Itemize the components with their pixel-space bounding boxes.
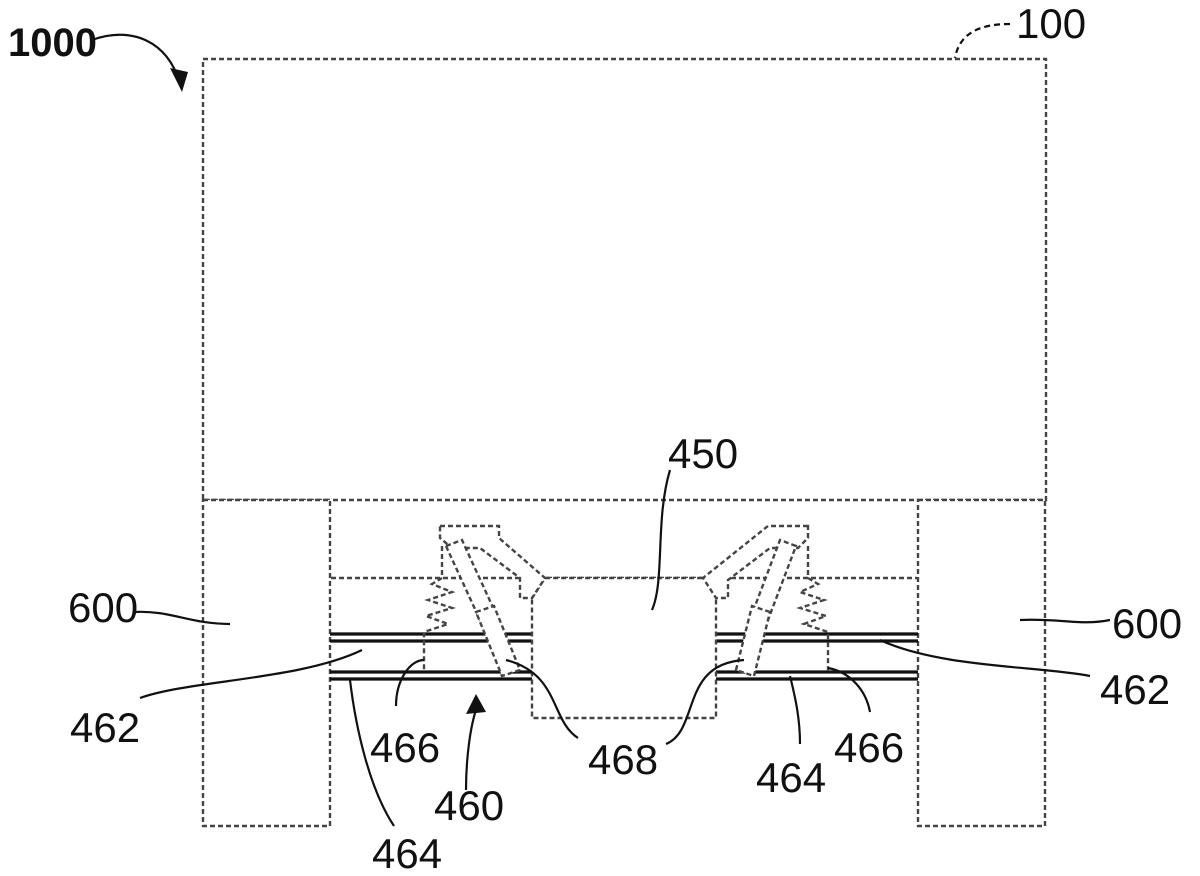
right-spring bbox=[796, 546, 830, 672]
leader-466-left bbox=[394, 658, 425, 707]
label-462-right: 462 bbox=[1100, 666, 1170, 713]
leader-462-right bbox=[879, 639, 1091, 678]
leader-100 bbox=[953, 22, 1011, 59]
leader-464-right bbox=[788, 675, 802, 745]
arrowhead-1000 bbox=[170, 68, 188, 92]
arrowhead-460 bbox=[466, 694, 486, 714]
label-468: 468 bbox=[588, 736, 658, 783]
label-100: 100 bbox=[1016, 0, 1086, 47]
label-466-right: 466 bbox=[834, 724, 904, 771]
right-actuator bbox=[734, 538, 798, 678]
vehicle-body-outline bbox=[201, 57, 1048, 502]
label-464-right: 464 bbox=[756, 754, 826, 801]
leader-468-right bbox=[665, 658, 745, 746]
leader-468-left bbox=[505, 658, 579, 739]
left-arm-bracket bbox=[438, 524, 547, 600]
right-arm-bracket bbox=[701, 524, 810, 600]
leader-460 bbox=[464, 709, 478, 791]
leader-464-left bbox=[348, 679, 395, 827]
label-466-left: 466 bbox=[370, 724, 440, 771]
central-hub bbox=[530, 562, 738, 720]
label-1000: 1000 bbox=[8, 21, 97, 65]
label-450: 450 bbox=[668, 430, 738, 477]
left-wheel bbox=[201, 498, 332, 828]
leader-600-left bbox=[133, 610, 231, 626]
leader-1000 bbox=[91, 33, 182, 85]
leader-466-right bbox=[827, 666, 872, 713]
label-600-right: 600 bbox=[1112, 600, 1182, 647]
leader-600-right bbox=[1019, 618, 1111, 624]
label-600-left: 600 bbox=[68, 584, 138, 631]
label-460: 460 bbox=[434, 782, 504, 829]
label-462-left: 462 bbox=[70, 704, 140, 751]
label-464-left: 464 bbox=[372, 830, 442, 876]
left-spring bbox=[422, 546, 456, 672]
leader-462-left bbox=[139, 649, 363, 700]
leader-450 bbox=[650, 469, 672, 611]
left-actuator bbox=[444, 538, 522, 678]
